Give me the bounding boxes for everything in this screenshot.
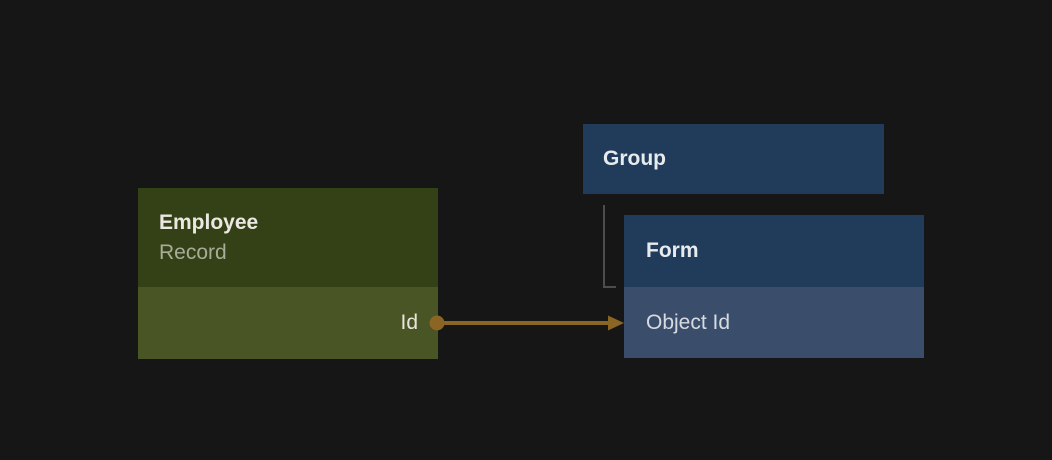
field-label-object-id: Object Id xyxy=(646,310,731,334)
node-form-title: Form xyxy=(646,239,699,262)
field-label-id: Id xyxy=(400,311,418,334)
node-employee-header: Employee Record xyxy=(138,188,438,287)
hierarchy-connector-group-form xyxy=(603,205,616,288)
node-employee-title: Employee xyxy=(159,210,259,234)
node-form[interactable]: Form Object Id xyxy=(624,215,924,358)
field-row-id[interactable]: Id xyxy=(138,287,438,359)
node-employee-subtitle: Record xyxy=(159,240,227,264)
node-group[interactable]: Group xyxy=(583,124,884,194)
node-form-header: Form xyxy=(624,215,924,287)
arrowhead-icon xyxy=(608,315,624,331)
node-group-title: Group xyxy=(603,147,666,170)
field-row-object-id[interactable]: Object Id xyxy=(624,287,924,358)
node-employee-record[interactable]: Employee Record Id xyxy=(138,188,438,359)
